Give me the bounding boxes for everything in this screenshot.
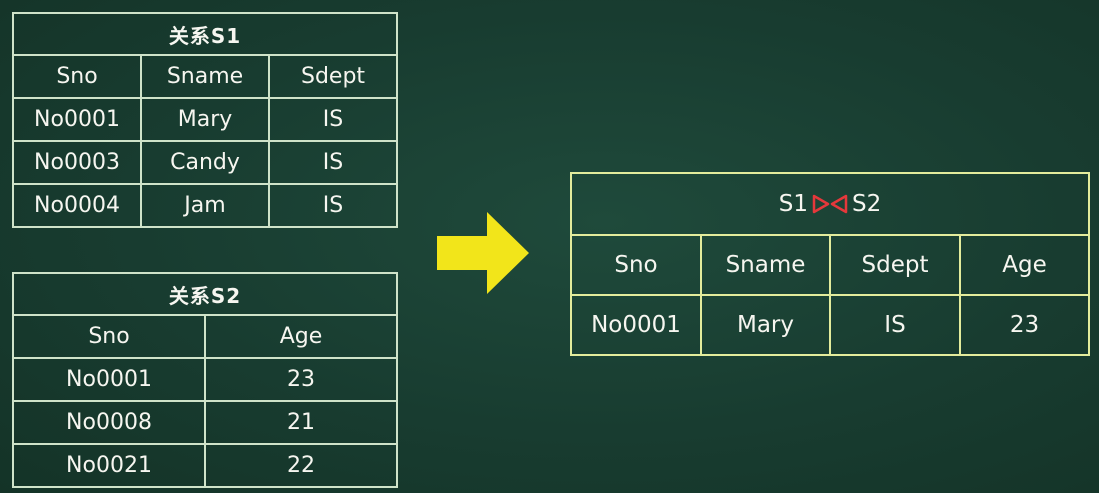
natural-join-icon bbox=[812, 194, 848, 214]
table-row: No0004 Jam IS bbox=[12, 183, 399, 228]
relation-s2-table: 关系S2 Sno Age No0001 23 No0008 21 No0021 … bbox=[11, 272, 399, 488]
cell-sdept: IS bbox=[267, 183, 399, 228]
cell-sno: No0001 bbox=[12, 97, 142, 142]
cell-sdept: IS bbox=[267, 97, 399, 142]
column-header-sno: Sno bbox=[12, 54, 142, 99]
relation-s1-title: 关系S1 bbox=[11, 12, 399, 56]
relation-s2-title: 关系S2 bbox=[11, 272, 399, 316]
table-row: No0021 22 bbox=[12, 443, 399, 488]
cell-sno: No0008 bbox=[12, 400, 206, 445]
cell-sname: Candy bbox=[140, 140, 270, 185]
cell-sno: No0001 bbox=[570, 294, 702, 356]
cell-age: 23 bbox=[203, 357, 399, 402]
column-header-sname: Sname bbox=[140, 54, 270, 99]
table-row: No0001 Mary IS bbox=[12, 97, 399, 142]
table-row: No0003 Candy IS bbox=[12, 140, 399, 185]
relation-s1-table: 关系S1 Sno Sname Sdept No0001 Mary IS No00… bbox=[11, 12, 399, 228]
right-operand: S2 bbox=[852, 191, 882, 217]
cell-age: 23 bbox=[958, 294, 1091, 356]
cell-sname: Jam bbox=[140, 183, 270, 228]
cell-sno: No0003 bbox=[12, 140, 142, 185]
column-header-sno: Sno bbox=[12, 314, 206, 359]
cell-sno: No0021 bbox=[12, 443, 206, 488]
left-operand: S1 bbox=[778, 191, 809, 217]
join-result-table: S1 S2 Sno Sname Sdept Age No0001 Mary IS… bbox=[569, 172, 1091, 356]
cell-sname: Mary bbox=[700, 294, 831, 356]
table-row: No0008 21 bbox=[12, 400, 399, 445]
cell-sdept: IS bbox=[829, 294, 961, 356]
join-result-title: S1 S2 bbox=[569, 172, 1091, 236]
table-row: No0001 Mary IS 23 bbox=[570, 294, 1091, 356]
column-header-sname: Sname bbox=[700, 234, 831, 296]
cell-sname: Mary bbox=[140, 97, 270, 142]
column-header-sdept: Sdept bbox=[829, 234, 961, 296]
column-header-sdept: Sdept bbox=[267, 54, 399, 99]
cell-sdept: IS bbox=[267, 140, 399, 185]
column-header-age: Age bbox=[958, 234, 1091, 296]
right-arrow-icon bbox=[437, 212, 529, 294]
column-header-age: Age bbox=[203, 314, 399, 359]
cell-age: 21 bbox=[203, 400, 399, 445]
table-row: No0001 23 bbox=[12, 357, 399, 402]
cell-age: 22 bbox=[203, 443, 399, 488]
cell-sno: No0001 bbox=[12, 357, 206, 402]
column-header-sno: Sno bbox=[570, 234, 702, 296]
cell-sno: No0004 bbox=[12, 183, 142, 228]
